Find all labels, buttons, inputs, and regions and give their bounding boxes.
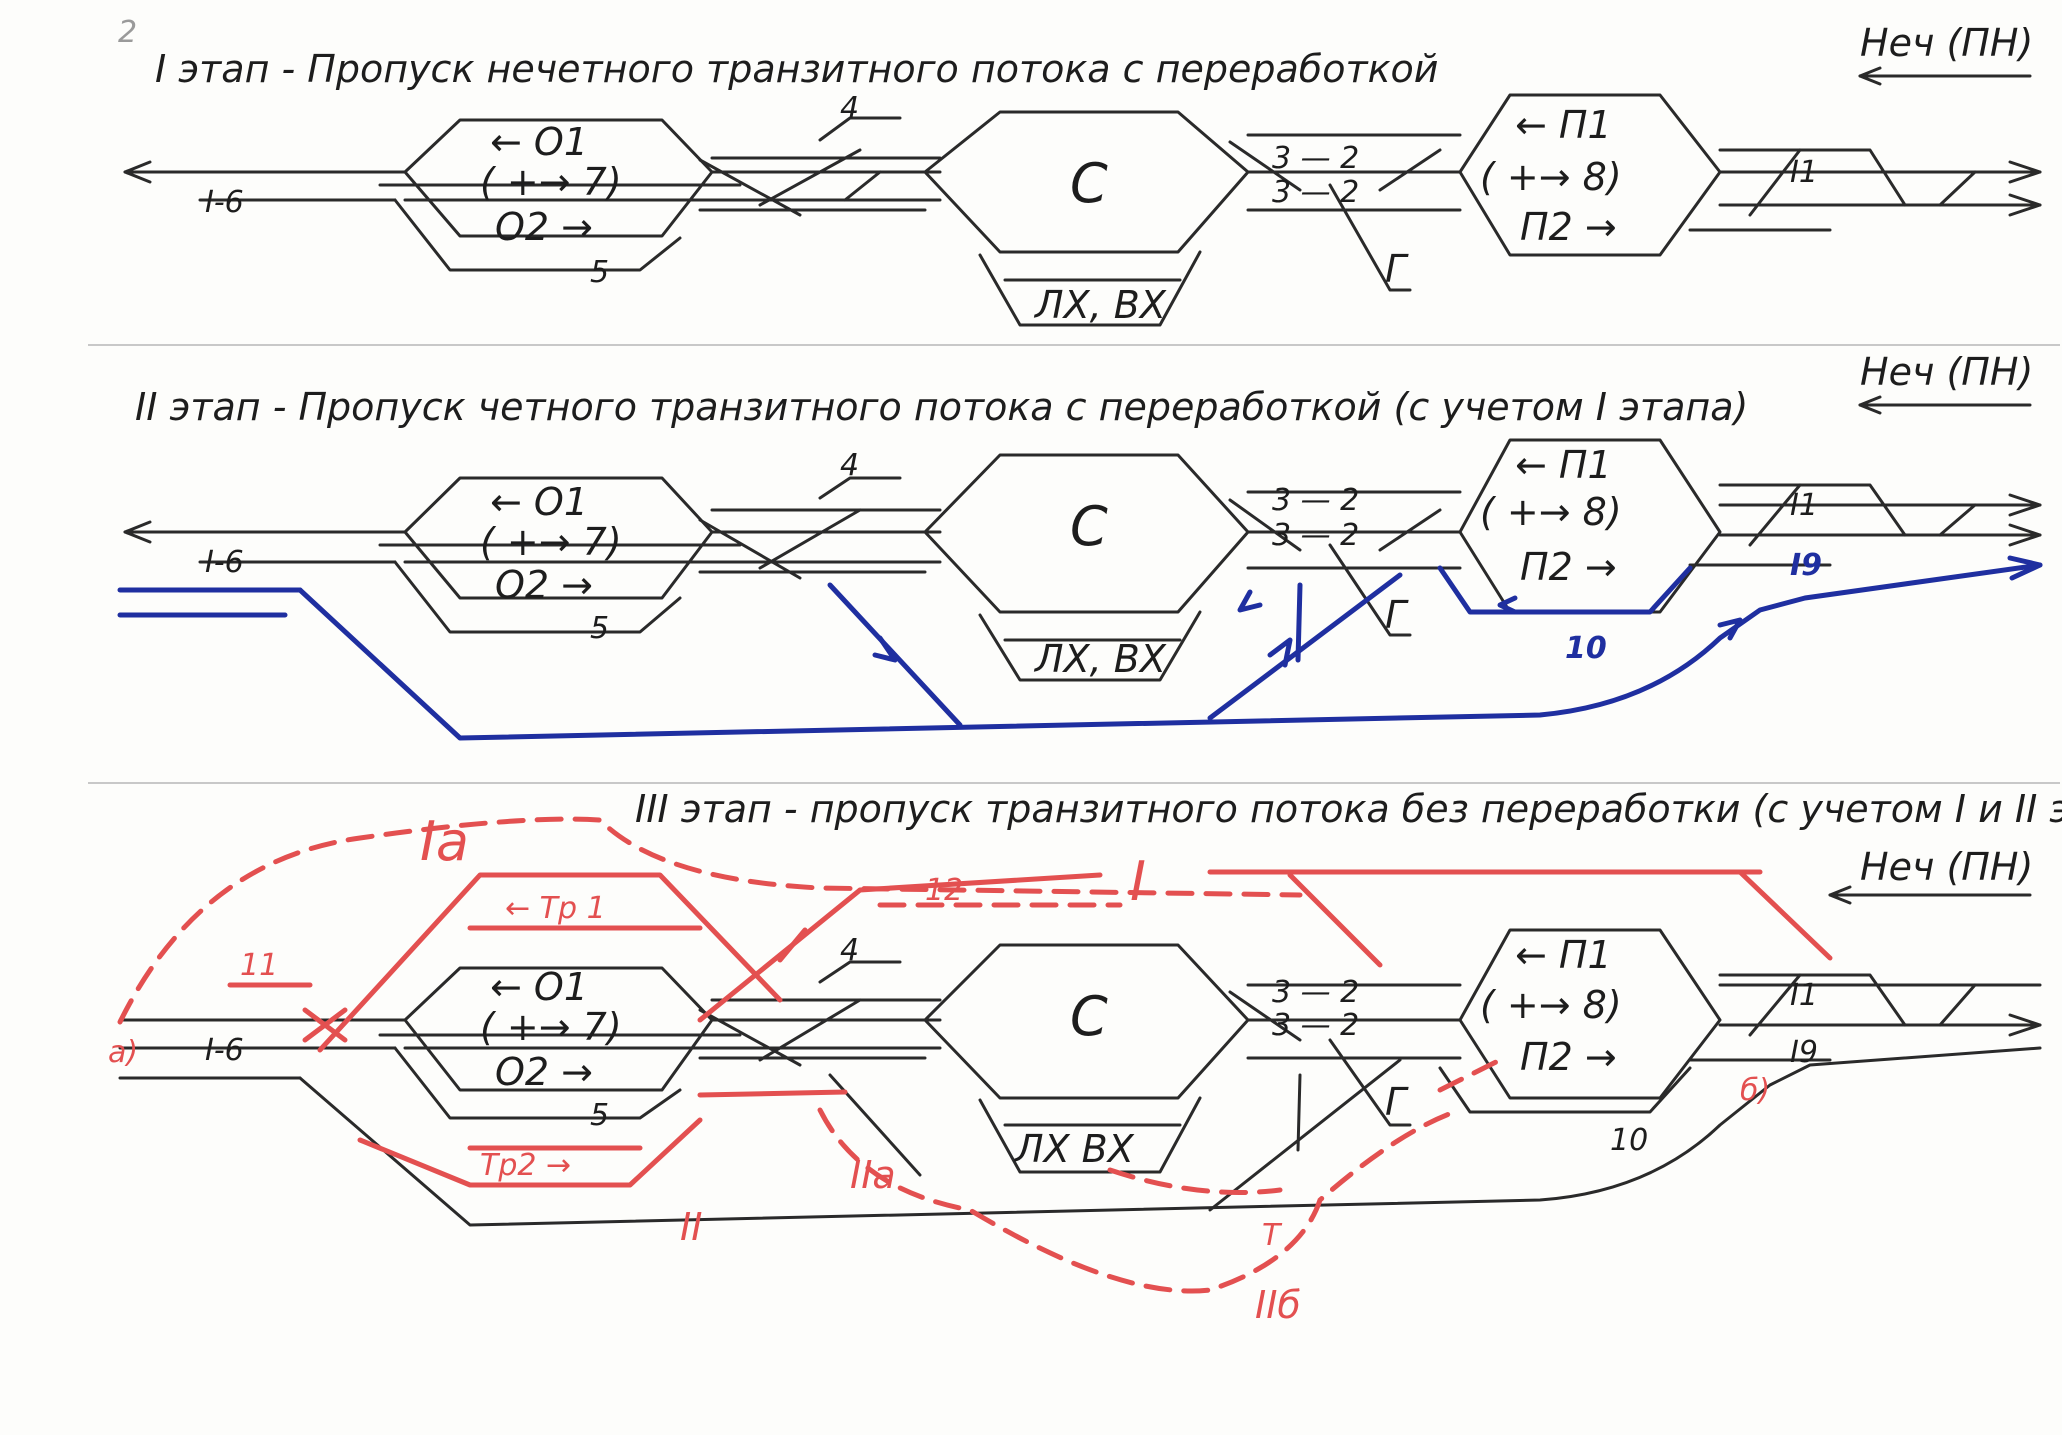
stage-1: I этап - Пропуск нечетного транзитного п… (123, 21, 2042, 327)
page-number: 2 (118, 15, 137, 50)
route-IIb-label: IIб (1255, 1283, 1301, 1327)
direction-arrow-icon (1858, 66, 2032, 86)
track-10-label: 10 (1565, 631, 1607, 666)
tracks-3-2-b: 3 — 2 (1272, 175, 1359, 210)
park-left-top: ← О1 (490, 480, 588, 524)
park-right: ← П1 ( +→ 8) П2 → (1480, 443, 1622, 589)
direction-label: Неч (ПН) (1860, 21, 2033, 65)
tracks-3-2-a: 3 — 2 (1272, 141, 1359, 176)
tracks-3-2-b: 3 — 2 (1272, 1008, 1359, 1043)
stage-3-title: III этап - пропуск транзитного потока бе… (635, 787, 2062, 831)
transit-park-1-label: ← Тр 1 (505, 891, 606, 926)
park-left-top: ← О1 (490, 120, 588, 164)
park-right-mid: ( +→ 8) (1480, 983, 1622, 1027)
park-left-bottom: О2 → (495, 1050, 593, 1094)
track-5-label: 5 (590, 255, 609, 290)
tracks-3-2-a: 3 — 2 (1272, 975, 1359, 1010)
depot-label: ЛХ, ВХ (1033, 637, 1167, 681)
stage-2-title: II этап - Пропуск четного транзитного по… (135, 385, 1748, 429)
track-1-label: I1 (1790, 488, 1818, 523)
depot-label: ЛХ, ВХ (1033, 283, 1167, 327)
track-9-label: I9 (1790, 548, 1822, 583)
track-5-label: 5 (590, 1098, 609, 1133)
track-1-label: I1 (1790, 155, 1818, 190)
station-tracks (123, 93, 2042, 327)
park-right-top: ← П1 (1515, 443, 1612, 487)
station-tracks (118, 928, 2042, 1227)
park-left: ← О1 ( +→ 7) О2 → (480, 120, 622, 249)
track-6-label: I-6 (205, 185, 244, 220)
route-I-label: I (1130, 850, 1146, 913)
direction-label: Неч (ПН) (1860, 350, 2033, 394)
direction-label: Неч (ПН) (1860, 845, 2033, 889)
direction-arrow-icon (1858, 395, 2032, 415)
track-10-label: 10 (1610, 1123, 1648, 1158)
gorka-label: Г (1385, 247, 1409, 291)
park-sort-label: С (1070, 495, 1108, 558)
park-sort-label: С (1070, 985, 1108, 1048)
station-tracks (123, 438, 2042, 682)
route-II-label: II (680, 1205, 702, 1249)
park-right-mid: ( +→ 8) (1480, 490, 1622, 534)
transit-park-2-label: Тр2 → (480, 1148, 571, 1183)
tracks-3-2-a: 3 — 2 (1272, 483, 1359, 518)
park-left-top: ← О1 (490, 965, 588, 1009)
track-4-label: 4 (840, 91, 859, 126)
stage-3-route (117, 816, 1833, 1294)
tracks-3-2-b: 3 — 2 (1272, 518, 1359, 553)
track-1-label: I1 (1790, 978, 1818, 1013)
park-left: ← О1 ( +→ 7) О2 → (480, 965, 622, 1094)
mark-a-label: а) (108, 1035, 138, 1070)
stage-1-title: I этап - Пропуск нечетного транзитного п… (155, 47, 1438, 91)
track-12-label: 12 (925, 873, 963, 908)
park-right: ← П1 ( +→ 8) П2 → (1480, 103, 1622, 249)
park-right-top: ← П1 (1515, 933, 1612, 977)
track-11-label: 11 (240, 948, 278, 983)
park-right-bottom: П2 → (1520, 1035, 1617, 1079)
park-right: ← П1 ( +→ 8) П2 → (1480, 933, 1622, 1079)
park-left-mid: ( +→ 7) (480, 160, 622, 204)
gorka-label: Г (1385, 1080, 1409, 1124)
park-right-bottom: П2 → (1520, 545, 1617, 589)
park-right-bottom: П2 → (1520, 205, 1617, 249)
park-left-mid: ( +→ 7) (480, 520, 622, 564)
track-5-label: 5 (590, 611, 609, 646)
park-left-bottom: О2 → (495, 205, 593, 249)
park-left-mid: ( +→ 7) (480, 1005, 622, 1049)
track-9-label: I9 (1790, 1035, 1818, 1070)
track-4-label: 4 (840, 933, 859, 968)
track-6-label: I-6 (205, 545, 244, 580)
track-6-label: I-6 (205, 1033, 244, 1068)
park-right-mid: ( +→ 8) (1480, 155, 1622, 199)
mark-b-label: б) (1740, 1073, 1770, 1108)
mark-T-label: Т (1262, 1218, 1283, 1253)
gorka-label: Г (1385, 593, 1409, 637)
route-Ia-label: Iа (420, 810, 469, 873)
stage-2: II этап - Пропуск четного транзитного по… (117, 350, 2043, 741)
park-sort-label: С (1070, 152, 1108, 215)
stage-2-route (117, 555, 2043, 741)
route-IIa-label: IIа (850, 1153, 896, 1197)
park-right-top: ← П1 (1515, 103, 1612, 147)
direction-arrow-icon (1828, 885, 2032, 905)
park-left: ← О1 ( +→ 7) О2 → (480, 480, 622, 607)
park-left-bottom: О2 → (495, 563, 593, 607)
track-4-label: 4 (840, 448, 859, 483)
stage-3: III этап - пропуск транзитного потока бе… (108, 787, 2062, 1327)
depot-label: ЛХ ВХ (1013, 1127, 1135, 1171)
